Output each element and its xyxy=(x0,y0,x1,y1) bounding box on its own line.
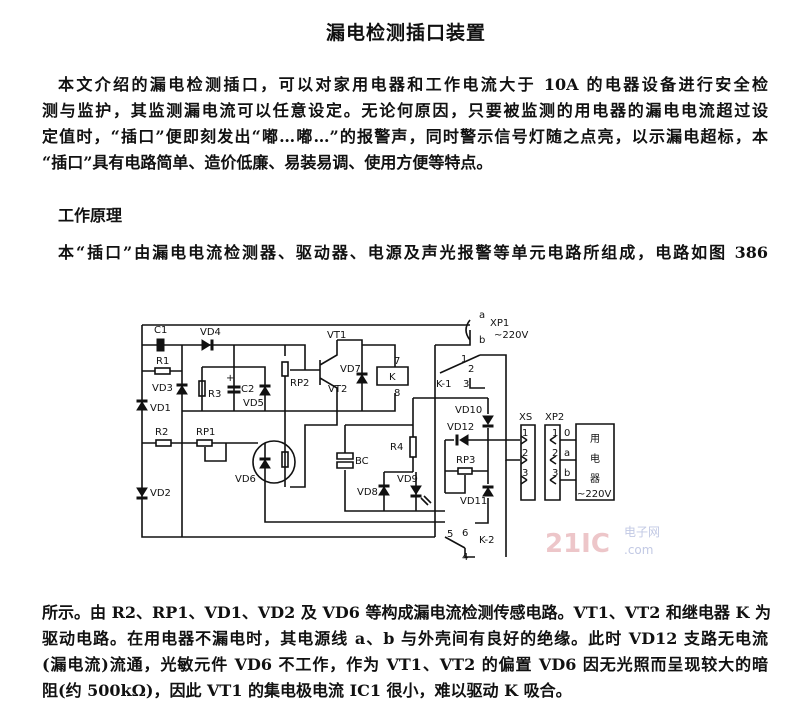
label-xp2-pin: 3 xyxy=(552,468,558,479)
components xyxy=(136,319,494,506)
wires xyxy=(141,324,615,558)
intro-line: 测与监护，其监测漏电流可以任意设定。无论何原因，只要被监测的用电器的漏电电流超过… xyxy=(42,101,768,120)
label-xs-pin: 2 xyxy=(522,448,528,459)
buzzer-bc xyxy=(336,452,354,469)
body-line: 驱动电路。在用电器不漏电时，其电源线 a、b 与外壳间有良好的绝缘。此时 VD1… xyxy=(42,629,768,648)
label-xp2-line: a xyxy=(564,448,570,459)
potentiometer-rp2 xyxy=(281,361,289,377)
diode-vd1 xyxy=(136,399,148,411)
label-vd6: VD6 xyxy=(235,474,256,485)
label-xp1-voltage: ~220V xyxy=(494,330,528,341)
label-r4: R4 xyxy=(390,442,403,453)
label-vd10: VD10 xyxy=(455,405,482,416)
label-vd7: VD7 xyxy=(340,364,361,375)
label-appliance: 器 xyxy=(590,473,600,485)
intro-line: 定值时，“插口”便即刻发出“嘟…嘟…”的报警声，同时警示信号灯随之点亮，以示漏电… xyxy=(42,127,768,146)
label-k2: K-2 xyxy=(479,535,494,546)
diode-vd11 xyxy=(482,485,494,497)
label-xp1: XP1 xyxy=(490,318,509,329)
body-line: 所示。由 R2、RP1、VD1、VD2 及 VD6 等构成漏电流检测传感电路。V… xyxy=(42,603,771,622)
capacitor-c2 xyxy=(227,385,241,394)
label-xs: XS xyxy=(519,412,532,423)
label-vd11: VD11 xyxy=(460,496,487,507)
label-r2: R2 xyxy=(155,427,168,438)
label-vt2: VT2 xyxy=(328,384,347,395)
photodiode-vd6 xyxy=(259,457,271,469)
diode-vd12 xyxy=(455,434,469,446)
circuit-labels: C1 VD4 R1 VD3 VD1 R2 RP1 VD2 R3 C2 VD5 +… xyxy=(150,310,611,563)
body-line: 阻(约 500kΩ)，因此 VT1 的集电极电流 IC1 很小，难以驱动 K 吸… xyxy=(42,681,572,700)
label-k1: K-1 xyxy=(436,379,451,390)
label-pin2: 2 xyxy=(468,364,474,375)
diode-vd10 xyxy=(482,415,494,428)
diode-vd2 xyxy=(136,487,148,500)
label-pin4: 4 xyxy=(462,552,468,563)
label-rp1: RP1 xyxy=(196,427,215,438)
label-appliance-voltage: ~220V xyxy=(577,489,611,500)
resistor-r3 xyxy=(198,380,206,397)
label-pin6: 6 xyxy=(462,528,468,539)
label-vd1: VD1 xyxy=(150,403,171,414)
label-xp2-line: 0 xyxy=(564,428,570,439)
label-vt1: VT1 xyxy=(327,330,346,341)
resistor-r1 xyxy=(154,367,171,375)
led-vd9 xyxy=(410,485,422,498)
label-vd9: VD9 xyxy=(397,474,418,485)
label-pin8: 8 xyxy=(394,388,400,399)
label-vd4: VD4 xyxy=(200,327,221,338)
section-heading: 工作原理 xyxy=(58,206,123,225)
intro-line: “插口”具有电路简单、造价低廉、易装易调、使用方便等特点。 xyxy=(42,153,493,172)
label-pin5: 5 xyxy=(447,529,453,540)
watermark-logo: 21IC xyxy=(545,529,610,559)
label-pin1: 1 xyxy=(461,354,467,365)
label-vd5: VD5 xyxy=(243,398,264,409)
label-c1: C1 xyxy=(154,325,167,336)
diode-vd8 xyxy=(378,484,390,496)
principle-line: 本“插口”由漏电电流检测器、驱动器、电源及声光报警等单元电路所组成，电路如图 3… xyxy=(58,243,768,262)
label-xp2-pin: 1 xyxy=(552,428,558,439)
label-vd3: VD3 xyxy=(152,383,173,394)
plus-sign: + xyxy=(226,373,234,384)
label-vd8: VD8 xyxy=(357,487,378,498)
potentiometer-rp3 xyxy=(457,467,473,475)
resistor-r2 xyxy=(155,439,172,447)
label-appliance: 电 xyxy=(590,452,600,465)
label-xp1-a: a xyxy=(479,310,485,321)
label-c2: C2 xyxy=(241,384,254,395)
label-rp3: RP3 xyxy=(456,455,475,466)
watermark-com: .com xyxy=(624,543,653,557)
page-title: 漏电检测插口装置 xyxy=(325,22,486,44)
label-xs-pin: 1 xyxy=(522,428,528,439)
label-appliance: 用 xyxy=(590,434,600,445)
label-xp2-line: b xyxy=(564,468,570,479)
resistor-r4 xyxy=(409,436,417,458)
label-r1: R1 xyxy=(156,356,169,367)
label-rp2: RP2 xyxy=(290,378,309,389)
plug-xp1 xyxy=(465,319,471,341)
label-xp2: XP2 xyxy=(545,412,564,423)
potentiometer-rp1 xyxy=(196,439,213,447)
label-pin3: 3 xyxy=(463,379,469,390)
label-bc: BC xyxy=(355,456,369,467)
diode-vd5 xyxy=(259,384,271,396)
intro-line: 本文介绍的漏电检测插口，可以对家用电器和工作电流大于 10A 的电器设备进行安全… xyxy=(58,75,768,94)
label-xp1-b: b xyxy=(479,335,485,346)
watermark-cn: 电子网 xyxy=(624,525,660,539)
label-vd2: VD2 xyxy=(150,488,171,499)
diode-vd4 xyxy=(201,339,214,351)
label-k: K xyxy=(389,372,396,383)
diode-vd3 xyxy=(176,383,188,395)
label-vd12: VD12 xyxy=(447,422,474,433)
body-line: (漏电流)流通，光敏元件 VD6 不工作，作为 VT1、VT2 的偏置 VD6 … xyxy=(42,655,768,674)
label-xp2-pin: 2 xyxy=(552,448,558,459)
diode-vd7 xyxy=(356,372,368,384)
label-pin7: 7 xyxy=(394,356,400,367)
label-xs-pin: 3 xyxy=(522,468,528,479)
label-r3: R3 xyxy=(208,389,221,400)
capacitor-c1 xyxy=(156,338,165,352)
